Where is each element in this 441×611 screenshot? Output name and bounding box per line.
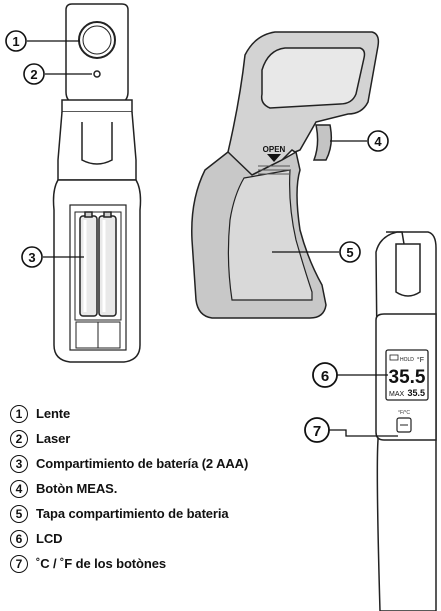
callout-5: 5 <box>272 241 361 263</box>
legend-number: 1 <box>10 404 28 423</box>
callout-2: 2 <box>23 63 92 85</box>
battery-cover <box>227 169 313 301</box>
callout-3: 3 <box>21 246 84 268</box>
legend-number: 7 <box>10 554 28 573</box>
callout-4: 4 <box>330 130 389 152</box>
device-back-view <box>52 3 142 363</box>
legend-label: Lente <box>36 406 71 421</box>
legend-label: ˚C / ˚F de los botònes <box>36 556 166 571</box>
legend-item: 2 Laser <box>10 426 310 451</box>
legend-item: 3 Compartimiento de batería (2 AAA) <box>10 451 310 476</box>
laser-aperture <box>93 70 101 78</box>
device-front-view <box>375 231 437 611</box>
callout-1-number: 1 <box>12 34 19 49</box>
legend-item: 1 Lente <box>10 401 310 426</box>
legend-number: 6 <box>10 529 28 548</box>
callout-6: 6 <box>312 362 388 388</box>
legend-number: 5 <box>10 504 28 523</box>
battery-cells <box>79 211 117 317</box>
legend-item: 4 Botòn MEAS. <box>10 476 310 501</box>
legend-item: 5 Tapa compartimiento de bateria <box>10 501 310 526</box>
legend-label: Laser <box>36 431 71 446</box>
lcd-max-label: MAX <box>389 391 405 398</box>
lcd-unit: °F <box>417 356 424 364</box>
callout-2-number: 2 <box>30 67 37 82</box>
callout-1: 1 <box>5 30 80 52</box>
device-side-view <box>191 31 380 319</box>
open-label: OPEN <box>263 145 286 154</box>
legend-item: 6 LCD <box>10 526 310 551</box>
legend-number: 2 <box>10 429 28 448</box>
legend-number: 4 <box>10 479 28 498</box>
callout-3-number: 3 <box>28 250 35 265</box>
lcd-reading-max: 35.5 <box>407 388 425 398</box>
meas-button <box>312 124 333 161</box>
callout-7: 7 <box>304 417 398 443</box>
legend-number: 3 <box>10 454 28 473</box>
legend-item: 7 ˚C / ˚F de los botònes <box>10 551 310 576</box>
callout-4-number: 4 <box>374 134 382 149</box>
callout-6-number: 6 <box>321 368 329 385</box>
legend-label: Botòn MEAS. <box>36 481 118 496</box>
callout-5-number: 5 <box>346 245 353 260</box>
legend-label: Tapa compartimiento de bateria <box>36 506 229 521</box>
lcd-hold-indicator: HOLD <box>400 357 414 363</box>
legend-label: LCD <box>36 531 63 546</box>
callout-7-number: 7 <box>313 423 321 440</box>
toggle-label: °F/°C <box>398 410 410 416</box>
legend: 1 Lente 2 Laser 3 Compartimiento de bate… <box>10 401 310 576</box>
lcd-reading-main: 35.5 <box>389 367 426 388</box>
legend-label: Compartimiento de batería (2 AAA) <box>36 456 249 471</box>
